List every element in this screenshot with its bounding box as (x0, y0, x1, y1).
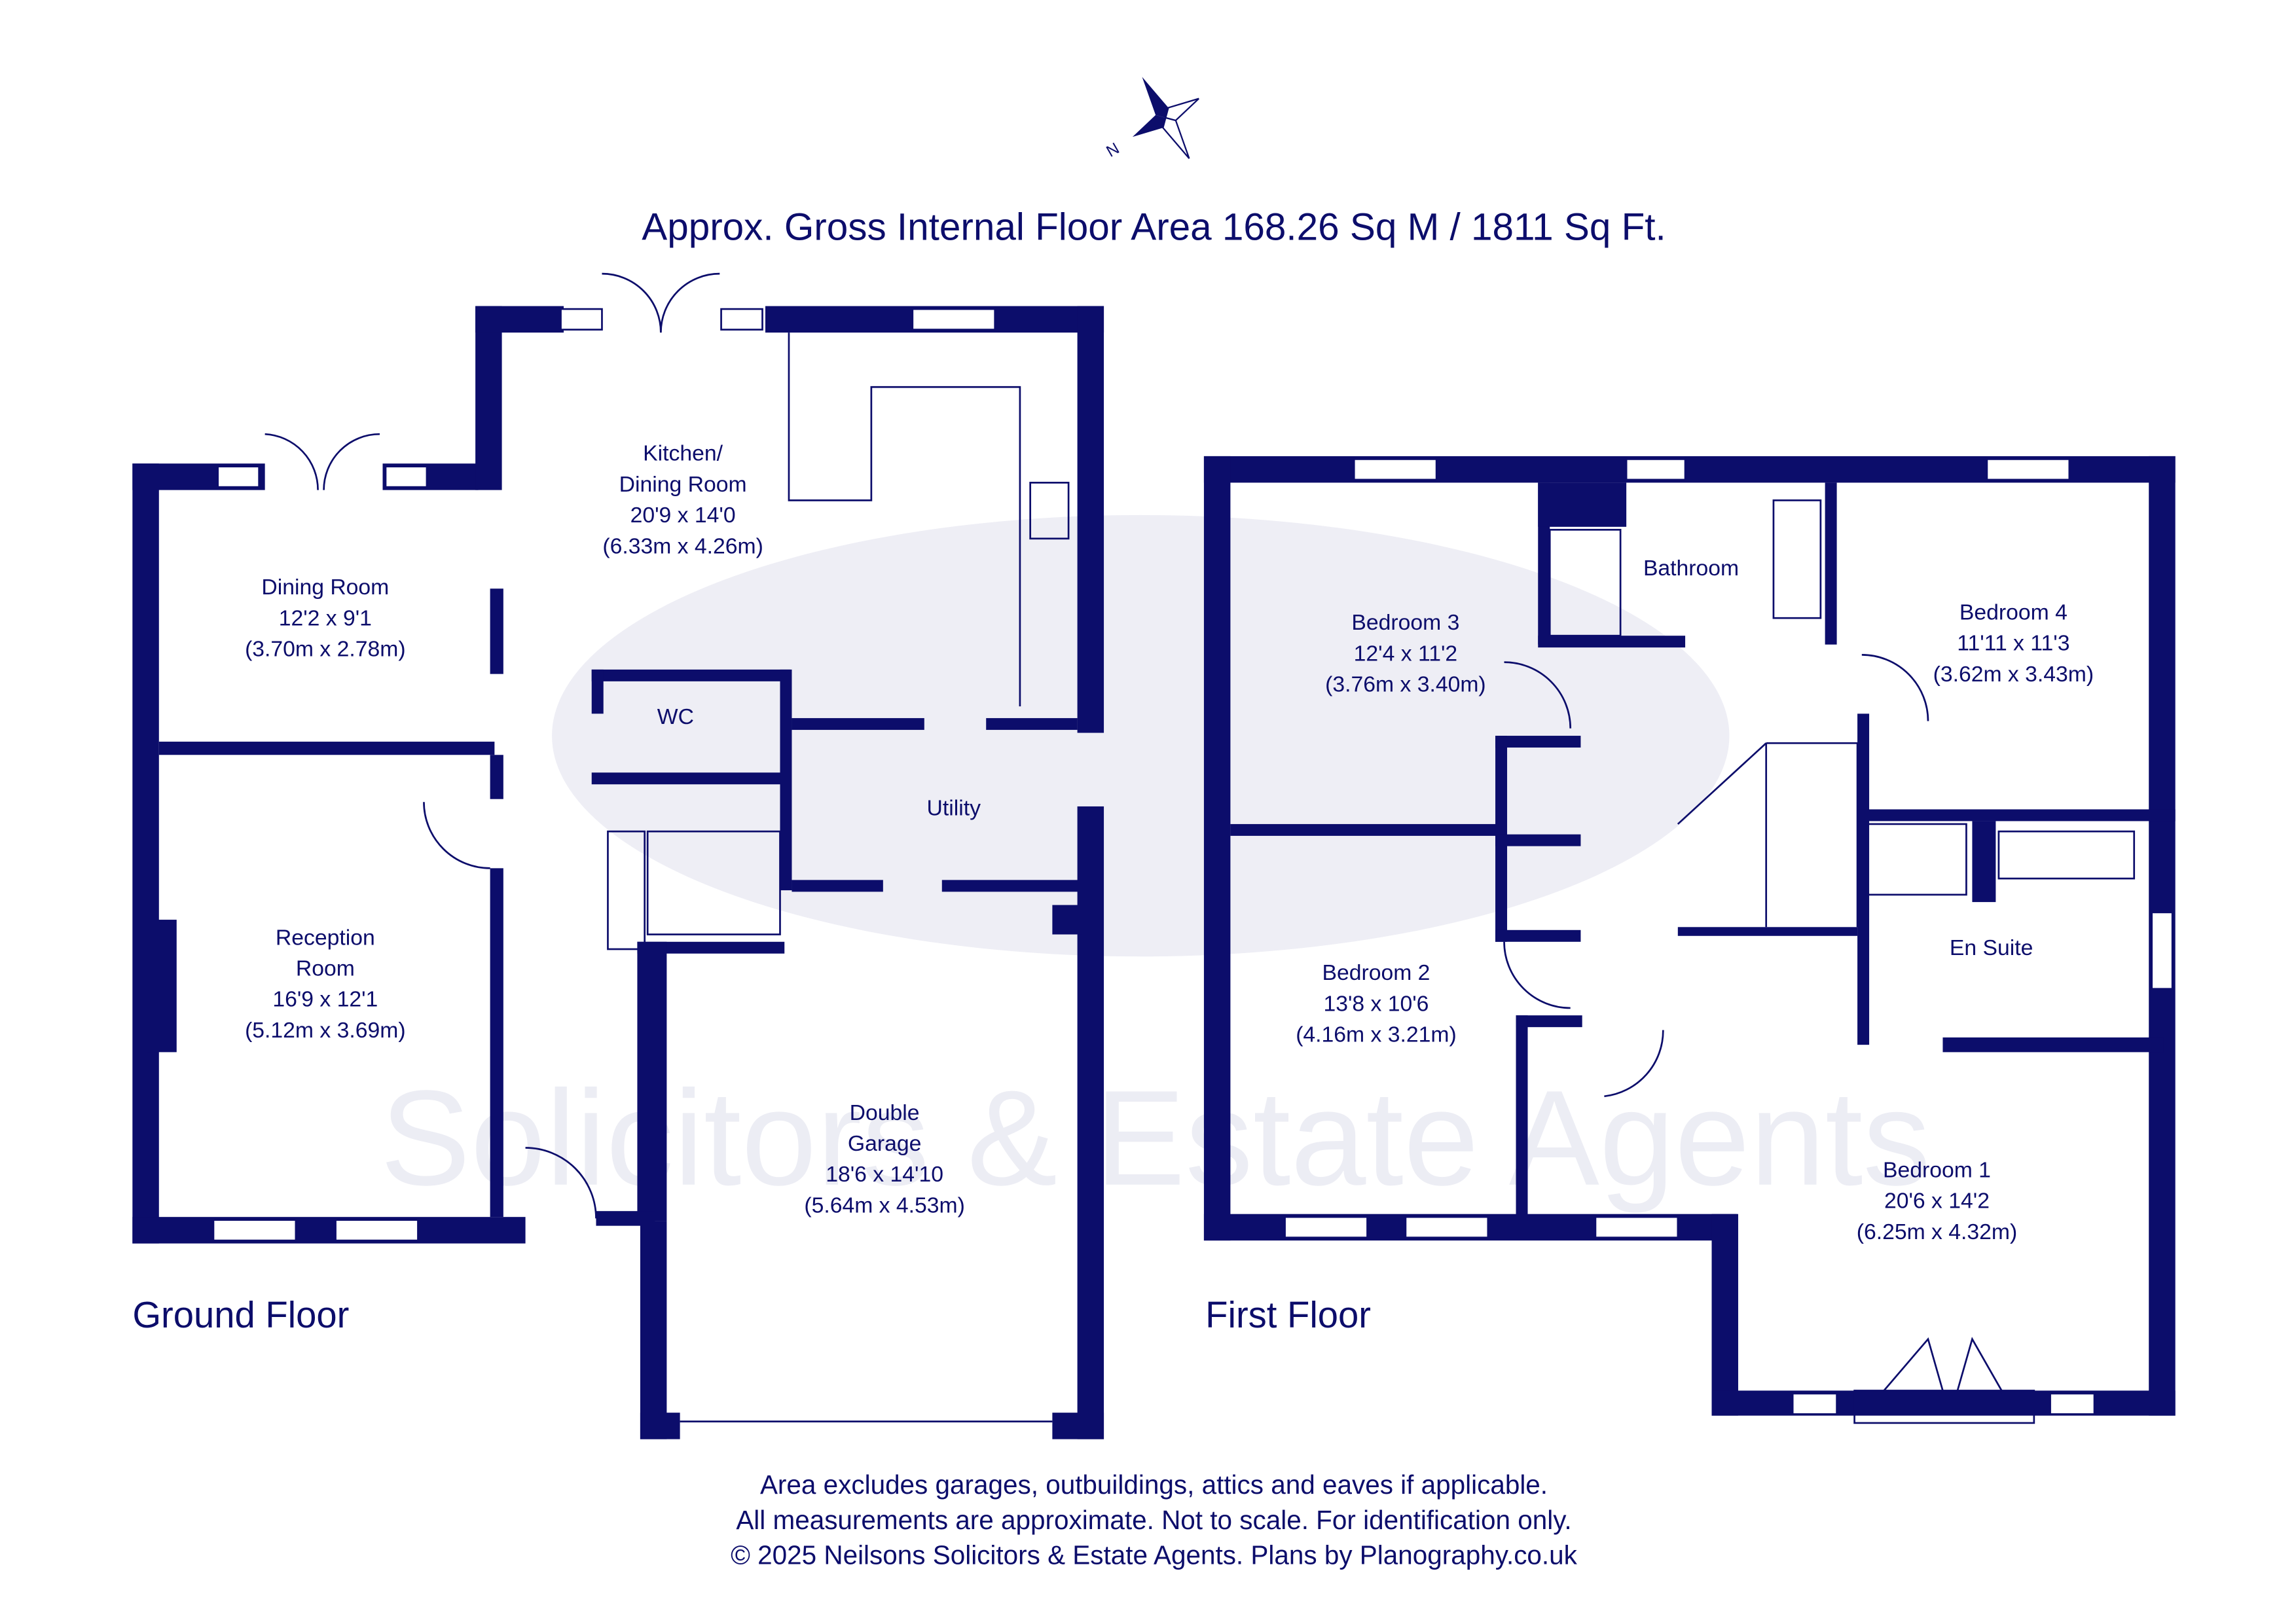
room-dimensions-metric: (4.16m x 3.21m) (1296, 1022, 1456, 1047)
room-en-suite: En Suite (1950, 935, 2033, 960)
room-name: Bedroom 2 (1322, 960, 1430, 985)
room-dimensions-metric: (5.12m x 3.69m) (245, 1018, 405, 1043)
first-floor-walls (1203, 456, 2176, 1424)
room-bedroom-1: Bedroom 1 20'6 x 14'2 (6.25m x 4.32m) (1857, 1157, 2017, 1244)
room-utility: Utility (927, 795, 981, 820)
room-dimensions-metric: (3.70m x 2.78m) (245, 637, 405, 662)
room-dimensions-imperial: 13'8 x 10'6 (1323, 991, 1429, 1016)
ground-floor-walls (132, 272, 1104, 1439)
area-title: Approx. Gross Internal Floor Area 168.26… (642, 206, 1666, 248)
room-reception: Reception Room 16'9 x 12'1 (5.12m x 3.69… (245, 925, 405, 1043)
room-name: Dining Room (261, 575, 389, 600)
room-dimensions-metric: (3.76m x 3.40m) (1325, 672, 1485, 697)
room-name-line2: Garage (848, 1131, 921, 1156)
first-floor-label: First Floor (1205, 1294, 1371, 1335)
room-dimensions-imperial: 12'4 x 11'2 (1354, 641, 1458, 666)
room-bathroom: Bathroom (1643, 556, 1739, 581)
room-double-garage: Double Garage 18'6 x 14'10 (5.64m x 4.53… (804, 1100, 964, 1218)
room-name-line2: Dining Room (619, 472, 747, 497)
room-name: Double (850, 1100, 920, 1125)
disclaimer-line-2: All measurements are approximate. Not to… (736, 1505, 1571, 1535)
room-bedroom-3: Bedroom 3 12'4 x 11'2 (3.76m x 3.40m) (1325, 610, 1485, 696)
room-name: Bedroom 4 (1959, 600, 2068, 624)
room-dimensions-metric: (5.64m x 4.53m) (804, 1193, 964, 1218)
ground-floor-label: Ground Floor (132, 1294, 349, 1335)
room-dining-room: Dining Room 12'2 x 9'1 (3.70m x 2.78m) (245, 575, 405, 661)
watermark-tagline: Solicitors & Estate Agents (380, 1062, 1931, 1214)
room-bedroom-2: Bedroom 2 13'8 x 10'6 (4.16m x 3.21m) (1296, 960, 1456, 1047)
room-name-line2: Room (296, 956, 355, 981)
room-name: Bedroom 3 (1351, 610, 1459, 635)
room-name: Reception (276, 925, 375, 950)
compass-north-label: N (1103, 139, 1122, 160)
room-dimensions-metric: (3.62m x 3.43m) (1933, 662, 2094, 687)
room-bedroom-4: Bedroom 4 11'11 x 11'3 (3.62m x 3.43m) (1933, 600, 2094, 686)
disclaimer: Area excludes garages, outbuildings, att… (731, 1470, 1578, 1570)
room-dimensions-imperial: 18'6 x 14'10 (826, 1162, 943, 1187)
room-wc: WC (657, 704, 694, 729)
room-dimensions-imperial: 12'2 x 9'1 (279, 605, 372, 630)
room-dimensions-metric: (6.33m x 4.26m) (602, 533, 763, 558)
room-dimensions-imperial: 20'9 x 14'0 (630, 503, 736, 528)
room-dimensions-imperial: 11'11 x 11'3 (1957, 631, 2069, 656)
copyright-line: © 2025 Neilsons Solicitors & Estate Agen… (731, 1540, 1578, 1570)
room-name: Kitchen/ (643, 441, 723, 466)
compass-rose-icon (1132, 77, 1199, 159)
watermark: Solicitors & Estate Agents (380, 514, 1931, 1214)
room-name: Bedroom 1 (1883, 1157, 1991, 1182)
room-dimensions-imperial: 20'6 x 14'2 (1884, 1189, 1990, 1214)
room-kitchen-dining: Kitchen/ Dining Room 20'9 x 14'0 (6.33m … (602, 441, 763, 559)
disclaimer-line-1: Area excludes garages, outbuildings, att… (760, 1470, 1548, 1500)
room-dimensions-imperial: 16'9 x 12'1 (272, 987, 378, 1012)
room-dimensions-metric: (6.25m x 4.32m) (1857, 1219, 2017, 1244)
